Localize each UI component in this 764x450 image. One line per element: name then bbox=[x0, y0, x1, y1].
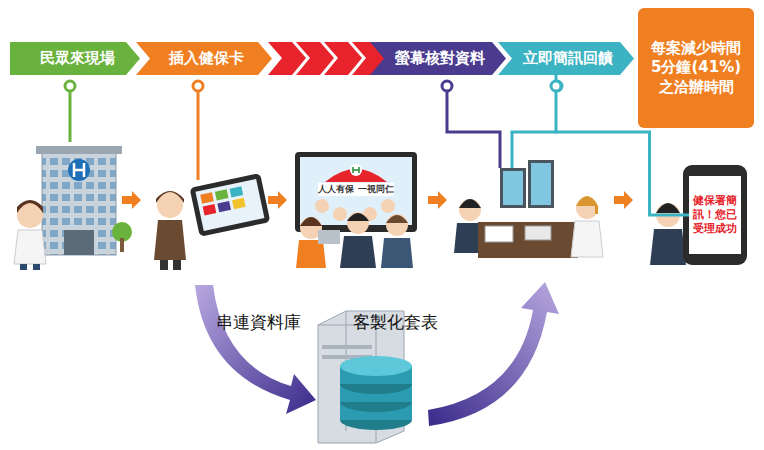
citizen-tablet bbox=[154, 173, 270, 270]
office-building bbox=[36, 146, 132, 255]
leader-dots bbox=[65, 81, 562, 91]
chevron-fill bbox=[136, 42, 272, 75]
flow-label: 客製化套表 bbox=[353, 311, 438, 334]
process-step: 插入健保卡 bbox=[136, 42, 272, 75]
service-desk bbox=[454, 160, 603, 258]
chevron-fill bbox=[10, 42, 140, 75]
step-label: 民眾來現場 bbox=[40, 49, 115, 69]
feedback-dot bbox=[551, 81, 561, 91]
step-label: 立即簡訊回饋 bbox=[523, 49, 613, 69]
sms-text: 健保署簡訊！您已受理成功 bbox=[693, 194, 737, 237]
step-label: 螢幕核對資料 bbox=[395, 49, 485, 69]
flow-label: 串連資料庫 bbox=[216, 311, 301, 334]
step-label: 插入健保卡 bbox=[169, 49, 244, 69]
chevron-fill bbox=[370, 42, 506, 75]
sms-screen: 健保署簡訊！您已受理成功 bbox=[689, 176, 741, 254]
citizen-figure bbox=[14, 200, 46, 270]
result-text: 每案減少時間5分鐘(41%)之洽辦時間 bbox=[650, 39, 742, 98]
video-screen bbox=[295, 152, 417, 268]
chevron-fill bbox=[498, 42, 634, 75]
process-step: 螢幕核對資料 bbox=[370, 42, 506, 75]
process-step: 民眾來現場 bbox=[10, 42, 140, 75]
banner-text: 人人有保 一視同仁 bbox=[318, 183, 393, 196]
result-box: 每案減少時間5分鐘(41%)之洽辦時間 bbox=[638, 8, 754, 128]
red-chevrons bbox=[268, 42, 390, 75]
process-step: 立即簡訊回饋 bbox=[498, 42, 634, 75]
